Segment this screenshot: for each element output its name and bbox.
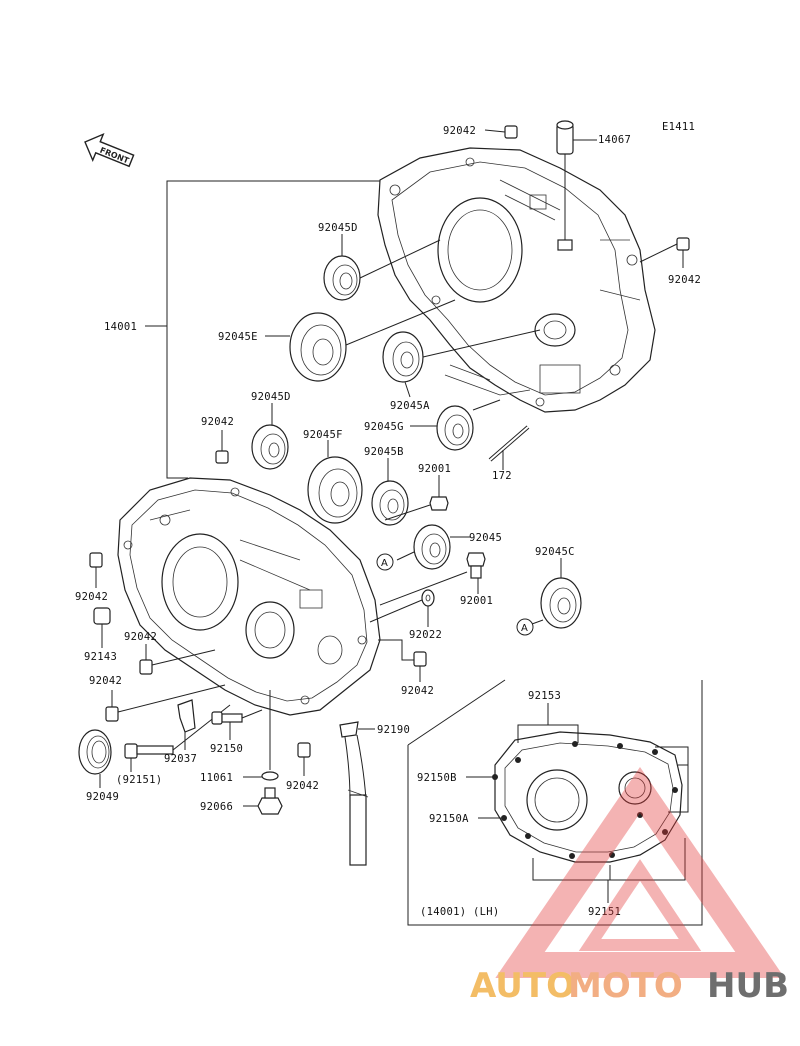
label-92066: 92066 xyxy=(200,801,233,813)
label-14067: 14067 xyxy=(598,134,631,146)
plug-92001-b: 92001 xyxy=(379,552,493,607)
label-92042-l3: 92042 xyxy=(89,675,122,687)
label-92190: 92190 xyxy=(377,724,410,736)
bearing-92045: 92045 xyxy=(396,524,502,570)
label-92045D-top: 92045D xyxy=(318,222,358,234)
dowel-pin-l2: 92042 xyxy=(124,631,216,675)
inset-caption: (14001) (LH) xyxy=(420,906,499,918)
bearing-92045F: 92045F xyxy=(303,429,363,524)
label-14001: 14001 xyxy=(104,321,137,333)
bearing-92045E: 92045E xyxy=(218,299,456,382)
label-92150A: 92150A xyxy=(429,813,469,825)
reference-a-left: A xyxy=(376,553,394,571)
dowel-pin-mid: 92042 xyxy=(201,416,234,464)
label-92045E: 92045E xyxy=(218,331,258,343)
label-92001-b: 92001 xyxy=(460,595,493,607)
label-92045C: 92045C xyxy=(535,546,575,558)
watermark-moto: MOTO xyxy=(568,966,683,1006)
stud-172: 172 xyxy=(488,425,530,482)
reference-a-right-text: A xyxy=(521,623,528,634)
label-92045B: 92045B xyxy=(364,446,404,458)
label-92042-mid: 92042 xyxy=(201,416,234,428)
inset-lh-crankcase: (14001) (LH) 92153 92150B 92150A xyxy=(407,679,703,926)
hose-92190: 92190 xyxy=(339,721,410,866)
automotohub-watermark-logo: AUTO MOTO HUB xyxy=(470,767,789,1006)
label-92045: 92045 xyxy=(469,532,502,544)
label-172: 172 xyxy=(492,470,512,482)
oil-seal-92049: 92049 xyxy=(78,729,119,803)
bearing-92045D-mid: 92045D xyxy=(251,391,291,470)
label-92151: 92151 xyxy=(588,906,621,918)
watermark-hub: HUB xyxy=(707,966,789,1006)
label-92045G: 92045G xyxy=(364,421,404,433)
dowel-pin-top: 92042 xyxy=(443,125,518,139)
label-11061: 11061 xyxy=(200,772,233,784)
label-92150: 92150 xyxy=(210,743,243,755)
clamp-92037: 92037 xyxy=(164,699,197,765)
right-crankcase-half xyxy=(377,147,656,413)
front-arrow-icon: FRONT xyxy=(84,132,135,168)
dowel-pin-l1: 92042 xyxy=(75,552,108,603)
bolt-92150: 92150 xyxy=(210,709,263,755)
gasket-11061: 11061 xyxy=(200,771,279,784)
diagram-code: E1411 xyxy=(662,121,695,133)
label-92042-l1: 92042 xyxy=(75,591,108,603)
label-92143: 92143 xyxy=(84,651,117,663)
label-92042-l2: 92042 xyxy=(124,631,157,643)
label-92001-a: 92001 xyxy=(418,463,451,475)
bearing-92045B: 92045B xyxy=(364,446,409,526)
label-92042-right: 92042 xyxy=(668,274,701,286)
bearing-92045C: 92045C A xyxy=(516,546,582,636)
label-92045A: 92045A xyxy=(390,400,430,412)
plug-92001-a: 92001 xyxy=(384,463,451,521)
label-92045F: 92045F xyxy=(303,429,343,441)
left-crankcase-half xyxy=(117,477,381,716)
reference-a-left-text: A xyxy=(381,558,388,569)
washer-92022: 92022 xyxy=(369,589,442,641)
drain-plug-92066: 92066 xyxy=(200,787,283,815)
dowel-pin-r2: 92042 xyxy=(378,639,434,697)
bearing-92045G: 92045G xyxy=(364,399,501,451)
dowel-pin-b: 92042 xyxy=(286,742,319,792)
label-92049: 92049 xyxy=(86,791,119,803)
label-92151-paren: (92151) xyxy=(116,774,162,786)
part-14067: 14067 xyxy=(556,120,631,251)
label-92042-r2: 92042 xyxy=(401,685,434,697)
bearing-92045A: 92045A xyxy=(382,329,541,412)
label-92042-b: 92042 xyxy=(286,780,319,792)
label-92022: 92022 xyxy=(409,629,442,641)
dowel-pin-l3: 92042 xyxy=(89,675,226,722)
label-92150B: 92150B xyxy=(417,772,457,784)
label-92045D-mid: 92045D xyxy=(251,391,291,403)
part-92143: 92143 xyxy=(84,607,117,663)
label-92037: 92037 xyxy=(164,753,197,765)
label-92042-top: 92042 xyxy=(443,125,476,137)
label-92153: 92153 xyxy=(528,690,561,702)
bracket-14001 xyxy=(166,180,380,479)
watermark-auto: AUTO xyxy=(470,966,575,1006)
dowel-pin-right: 92042 xyxy=(639,237,701,286)
bearing-92045D-top: 92045D xyxy=(318,222,441,301)
